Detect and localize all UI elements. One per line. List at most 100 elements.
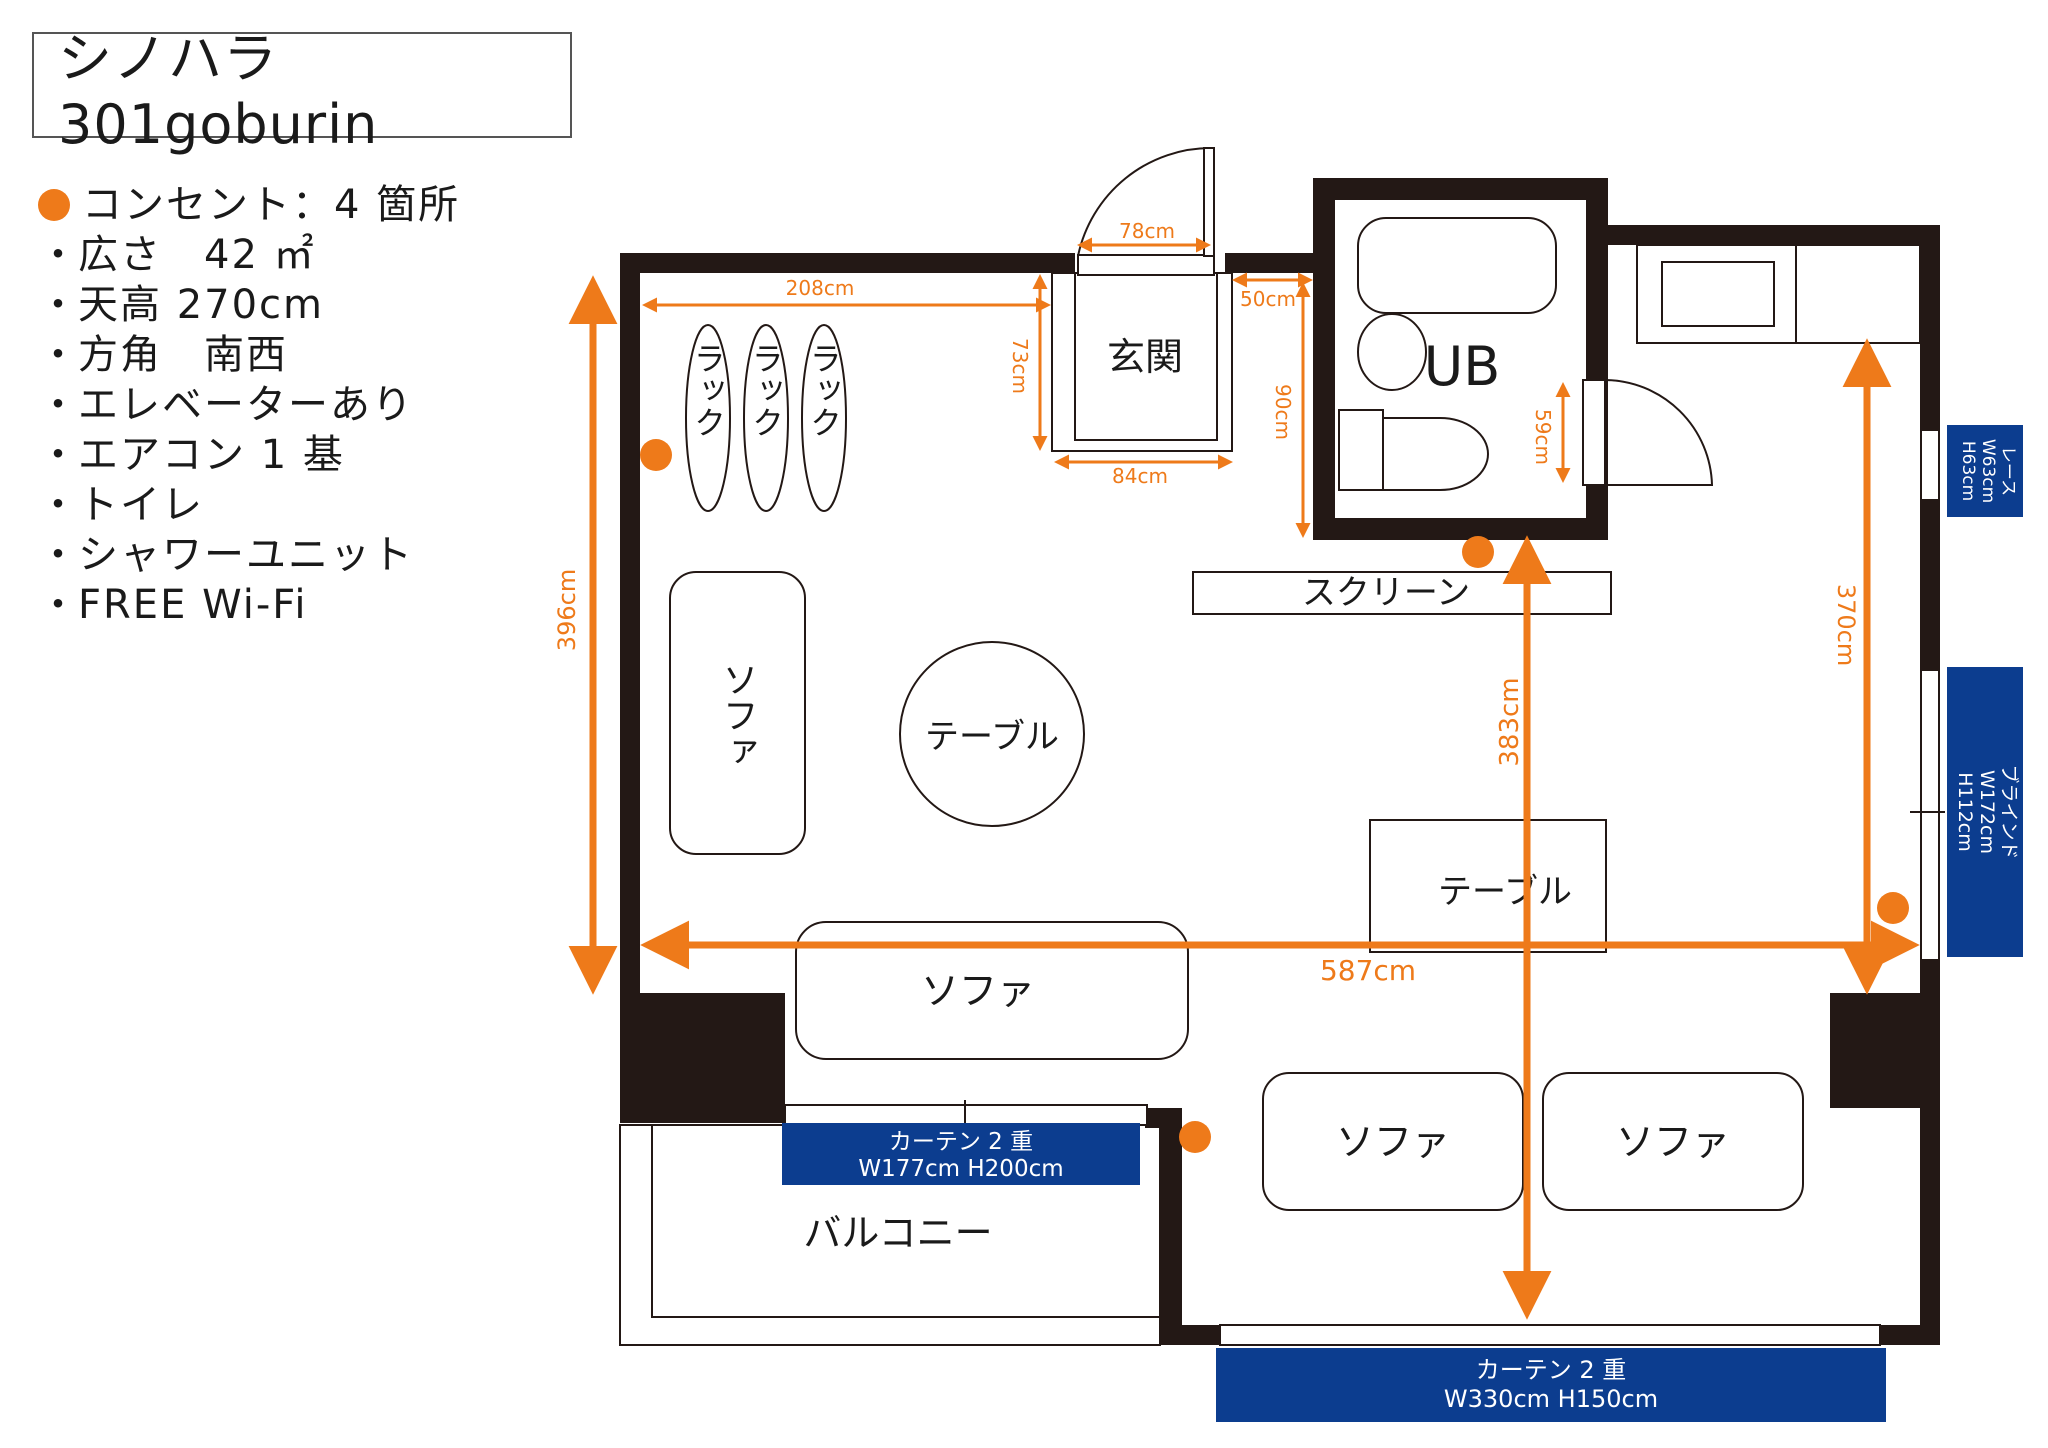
- window-blind: [1920, 669, 1940, 961]
- window-label-blind-line2: W172cm: [1976, 770, 1998, 854]
- ub-door-swing: [1604, 379, 1714, 486]
- wall-bottom-left: [1160, 1325, 1220, 1345]
- ub-fixtures: [1338, 217, 1557, 491]
- dim-label-383: 383cm: [1495, 677, 1525, 766]
- window-label-blind-line3: H112cm: [1954, 772, 1976, 852]
- page-title-text: シノハラ 301goburin: [58, 27, 379, 156]
- dim-label-84: 84cm: [1112, 464, 1168, 488]
- wall-bottom-right: [1880, 1325, 1940, 1345]
- table-square-label: テーブル: [1438, 872, 1572, 912]
- window-label-blind-line1: ブラインド: [1998, 764, 2021, 859]
- table-round-label: テーブル: [925, 717, 1059, 757]
- window-label-curtain-bottom-box: [1216, 1348, 1886, 1422]
- feature-text: 方角 南西: [78, 332, 288, 378]
- wall-ub-top: [1313, 178, 1608, 200]
- window-label-curtain-balcony-line1: カーテン 2 重: [889, 1129, 1033, 1155]
- dimension-lines: [568, 237, 1920, 1320]
- window-label-lace-line1: レース: [1998, 446, 2018, 496]
- dim-label-370: 370cm: [1832, 584, 1860, 666]
- bathtub: [1357, 217, 1557, 314]
- wall-ub-left: [1313, 178, 1335, 540]
- entrance-door-swing: [1077, 146, 1213, 257]
- wall-top-right: [1586, 225, 1940, 245]
- sofa-lower-1-label: ソファ: [1336, 1120, 1450, 1164]
- kitchen-sink: [1661, 261, 1775, 327]
- feature-item-toilet: ・ トイレ: [38, 480, 460, 530]
- wall-ub-bottom: [1313, 518, 1608, 540]
- feature-item-outlets: コンセント：4 箇所: [38, 180, 460, 230]
- wall-left: [620, 253, 640, 993]
- feature-item-aircon: ・ エアコン 1 基: [38, 430, 460, 480]
- windows: [784, 429, 1940, 1346]
- window-label-lace-box: [1947, 425, 2023, 517]
- sofa-lower-2-label: ソファ: [1616, 1120, 1730, 1164]
- dim-label-396: 396cm: [553, 569, 581, 651]
- entrance: [1051, 254, 1233, 452]
- feature-item-direction: ・ 方角 南西: [38, 330, 460, 380]
- rack-2: [743, 324, 789, 512]
- dim-label-50: 50cm: [1240, 287, 1296, 311]
- sofa-center-label: ソファ: [921, 969, 1035, 1013]
- dim-label-90: 90cm: [1271, 384, 1295, 440]
- screen-label: スクリーン: [1302, 573, 1470, 613]
- kitchen: [1636, 244, 1921, 344]
- feature-text: コンセント：4 箇所: [82, 182, 461, 228]
- window-label-blind: ブラインド W172cm H112cm: [1947, 667, 2023, 957]
- window-bottom: [1219, 1324, 1881, 1346]
- ub-door-leaf: [1582, 379, 1606, 486]
- outlet-lower-left: [1179, 1121, 1211, 1153]
- walls: [620, 178, 1940, 1345]
- wall-top-left: [620, 253, 1075, 273]
- feature-item-shower: ・ シャワーユニット: [38, 530, 460, 580]
- balcony-label: バルコニー: [803, 1211, 992, 1255]
- feature-text: シャワーユニット: [78, 532, 414, 578]
- feature-text: エレベーターあり: [78, 382, 414, 428]
- feature-item-elevator: ・ エレベーターあり: [38, 380, 460, 430]
- bathroom-label: UB: [1424, 335, 1501, 398]
- rack-label-1: ラック: [689, 342, 727, 438]
- feature-item-wifi: ・ FREE Wi-Fi: [38, 580, 460, 630]
- entrance-label: 玄関: [1107, 335, 1183, 379]
- rack-label-2: ラック: [747, 342, 785, 438]
- window-label-blind-box: [1947, 667, 2023, 957]
- furniture: [669, 324, 1804, 1211]
- dim-label-587: 587cm: [1320, 954, 1416, 987]
- feature-text: FREE Wi-Fi: [78, 582, 308, 628]
- sofa-left-label: ソファ: [717, 661, 758, 769]
- rack-label-3: ラック: [805, 342, 843, 438]
- page-title: シノハラ 301goburin: [32, 27, 572, 156]
- window-label-curtain-bottom-line1: カーテン 2 重: [1476, 1356, 1627, 1384]
- dim-label-door: 78cm: [1119, 219, 1175, 243]
- window-label-curtain-bottom: カーテン 2 重 W330cm H150cm: [1216, 1348, 1886, 1422]
- wall-right-2: [1920, 500, 1940, 670]
- window-label-curtain-balcony-box: [782, 1123, 1140, 1185]
- outlet-legend-icon: [38, 189, 70, 221]
- rack-3: [801, 324, 847, 512]
- outlet-left-wall: [640, 439, 672, 471]
- feature-text: 天高 270cm: [78, 282, 325, 328]
- pillar-lower-right: [1830, 993, 1940, 1108]
- entrance-door-leaf: [1203, 147, 1215, 257]
- wall-lower-left: [1160, 1108, 1182, 1345]
- feature-list: コンセント：4 箇所 ・ 広さ 42 ㎡ ・ 天高 270cm ・ 方角 南西 …: [38, 180, 460, 630]
- dimension-labels: 78cm 208cm 50cm 73cm 84cm 90cm 59cm 396c…: [553, 219, 1860, 987]
- window-label-curtain-balcony: カーテン 2 重 W177cm H200cm: [782, 1123, 1140, 1185]
- table-round: [899, 641, 1085, 827]
- window-lace: [1920, 429, 1940, 501]
- outlet-right-wall: [1877, 892, 1909, 924]
- feature-text: エアコン 1 基: [78, 432, 345, 478]
- dim-label-208: 208cm: [786, 276, 855, 300]
- window-label-lace: レース W63cm H63cm: [1947, 425, 2023, 517]
- toilet-bowl: [1382, 417, 1489, 491]
- window-label-curtain-bottom-line2: W330cm H150cm: [1444, 1385, 1658, 1413]
- window-label-lace-line2: W63cm: [1978, 439, 1998, 503]
- dim-label-59: 59cm: [1531, 409, 1555, 465]
- entrance-door-frame: [1077, 254, 1215, 276]
- wall-top-entrance: [1225, 253, 1320, 273]
- feature-text: トイレ: [78, 482, 204, 528]
- toilet-tank: [1338, 409, 1384, 491]
- window-label-lace-line3: H63cm: [1958, 441, 1978, 501]
- outlet-screen: [1462, 536, 1494, 568]
- window-label-curtain-balcony-line2: W177cm H200cm: [858, 1156, 1063, 1182]
